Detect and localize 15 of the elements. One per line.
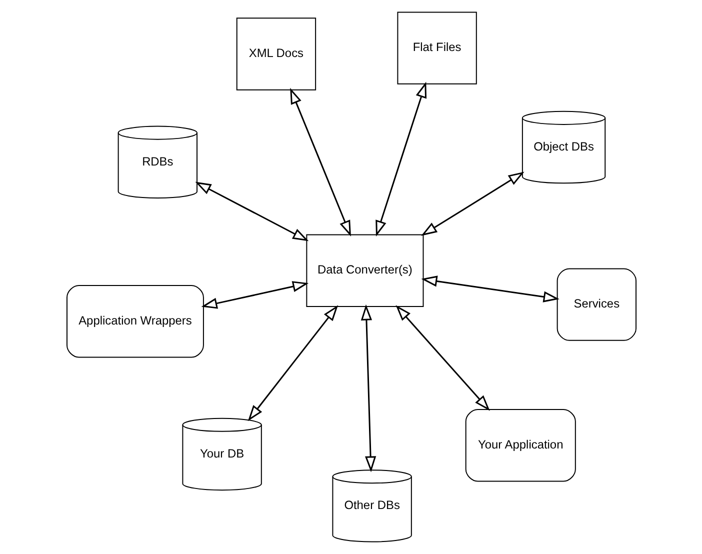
node-box: Your Application — [464, 408, 576, 482]
node-box: Data Converter(s) — [306, 234, 424, 307]
arrow — [420, 276, 559, 302]
node-box: XML Docs — [236, 18, 316, 90]
arrow — [360, 304, 376, 472]
arrow — [194, 182, 308, 242]
node-box: Services — [556, 268, 636, 341]
arrow — [395, 305, 490, 411]
node-box: Flat Files — [396, 12, 476, 84]
node-box: Application Wrappers — [66, 285, 204, 358]
arrow — [200, 281, 308, 309]
arrow — [375, 82, 426, 237]
arrow — [290, 88, 350, 236]
arrow — [420, 172, 524, 236]
arrow — [247, 305, 338, 422]
